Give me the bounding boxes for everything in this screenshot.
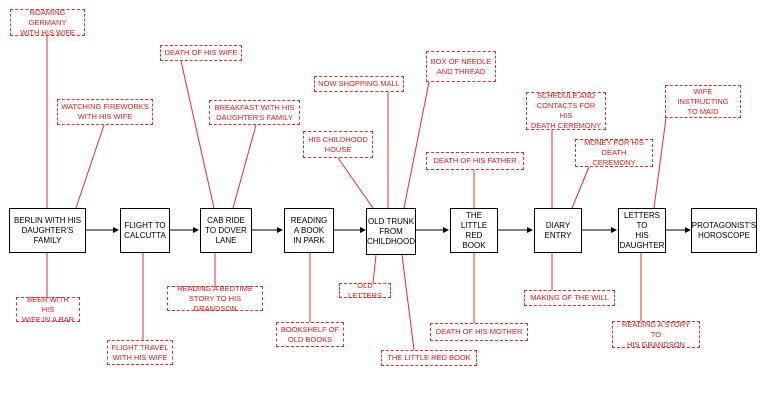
note-wife-instructing-maid: WIFE INSTRUCTING TO MAID [665, 85, 741, 118]
note-bedtime-story: READING A BEDTIME STORY TO HIS GRANDSON [167, 284, 263, 313]
note-schedule-contacts: SCHEDULE AND CONTACTS FOR HIS DEATH CERE… [526, 91, 606, 130]
node-flight: FLIGHT TO CALCUTTA [120, 208, 170, 253]
node-cab-ride: CAB RIDE TO DOVER LANE [200, 208, 252, 253]
note-shopping-mall: NOW SHOPPING MALL [314, 76, 404, 92]
note-flight-travel: FLIGHT TRAVEL WITH HIS WIFE [107, 340, 173, 365]
note-childhood-house: HIS CHILDHOOD HOUSE [303, 131, 373, 158]
node-letters-daughter: LETTERS TO HIS DAUGHTER [618, 208, 666, 253]
note-roaming-germany: ROAMING GERMANY WITH HIS WIFE [10, 8, 85, 37]
note-connector [571, 166, 590, 209]
note-money-ceremony: MONEY FOR HIS DEATH CEREMONY [575, 138, 653, 167]
node-berlin: BERLIN WITH HIS DAUGHTER'S FAMILY [9, 208, 86, 253]
note-connector [232, 124, 257, 209]
node-reading-park: READING A BOOK IN PARK [284, 208, 334, 253]
note-watching-fireworks: WATCHING FIREWORKS WITH HIS WIFE [57, 99, 153, 125]
note-death-wife: DEATH OF HIS WIFE [160, 45, 242, 61]
note-death-mother: DEATH OF HIS MOTHER [430, 323, 528, 341]
note-breakfast: BREAKFAST WITH HIS DAUGHTER'S FAMILY [209, 100, 300, 125]
note-old-letters: OLD LETTERS [339, 281, 391, 300]
node-old-trunk: OLD TRUNK FROM CHILDHOOD [366, 208, 416, 255]
note-connector [403, 81, 430, 209]
note-needle-thread: BOX OF NEEDLE AND THREAD [426, 51, 496, 82]
note-beer-bar: BEER WITH HIS WIFE IN A BAR [16, 295, 80, 324]
note-connector [180, 60, 215, 209]
note-connector [401, 254, 415, 351]
note-connector [372, 254, 377, 284]
note-death-father: DEATH OF HIS FATHER [426, 152, 524, 170]
note-connector [337, 157, 374, 209]
note-reading-story-grandson: READING A STORY TO HIS GRANDSON [612, 320, 700, 349]
node-diary-entry: DIARY ENTRY [534, 208, 582, 253]
note-connector [75, 124, 105, 209]
note-connector [653, 117, 667, 209]
note-bookshelf: BOOKSHELF OF OLD BOOKS [276, 322, 344, 347]
note-making-will: MAKING OF THE WILL [524, 290, 615, 306]
note-the-little-red-book: THE LITTLE RED BOOK [381, 350, 477, 366]
node-horoscope: PROTAGONIST'S HOROSCOPE [691, 208, 757, 253]
node-little-red-book: THE LITTLE RED BOOK [450, 208, 498, 253]
